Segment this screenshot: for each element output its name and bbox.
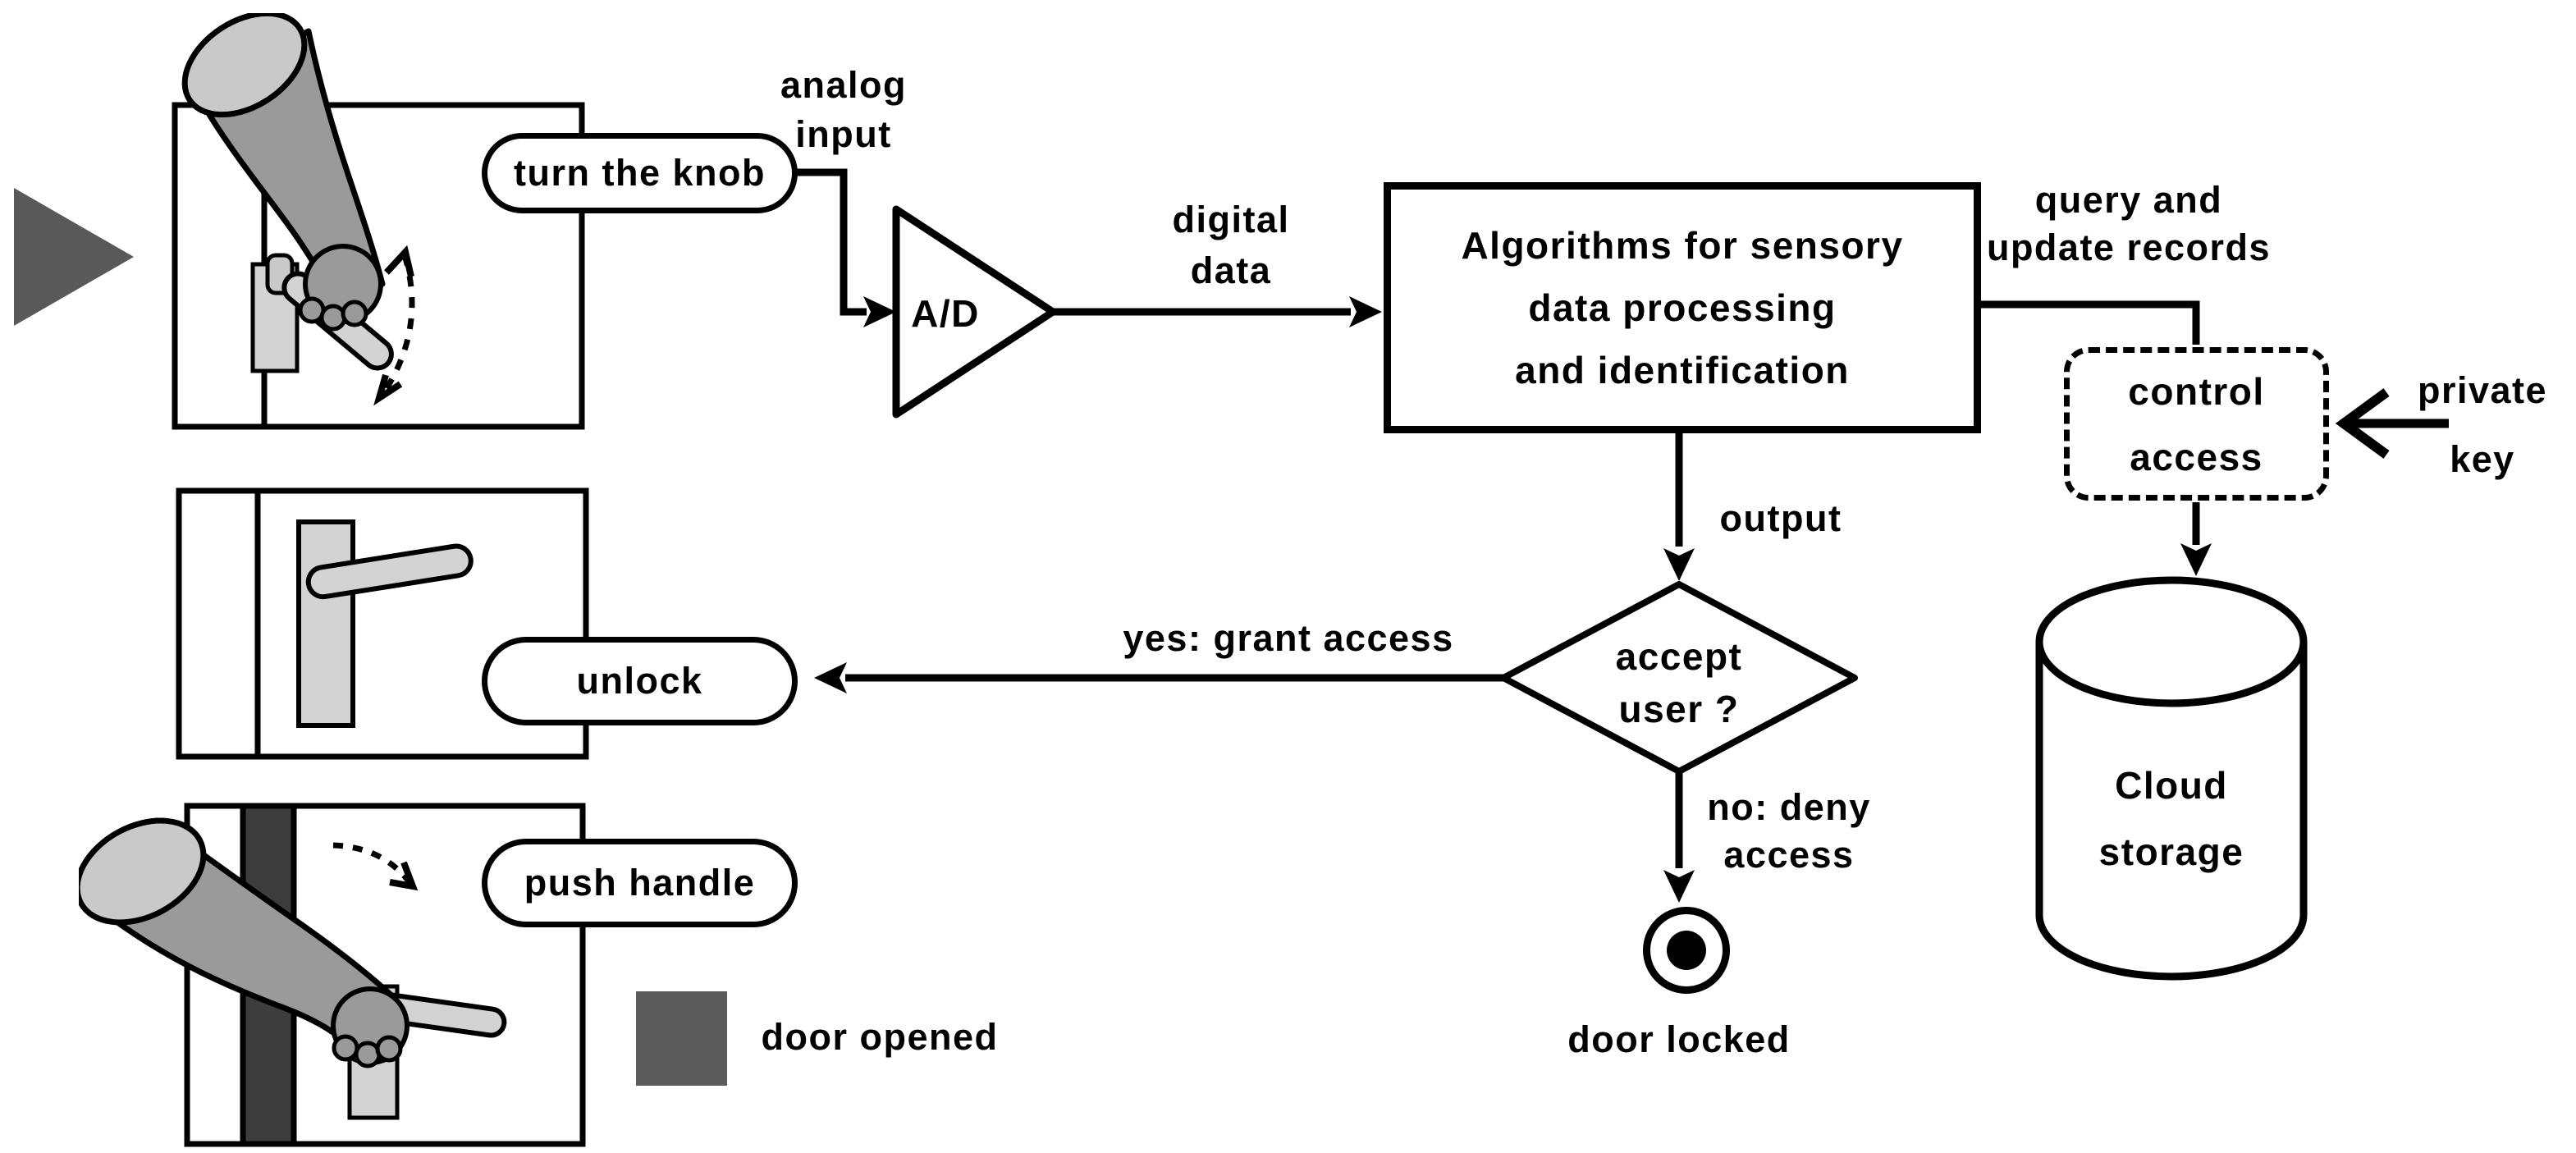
label-yes-grant-access: yes: grant access [1123, 617, 1454, 659]
node-unlock: unlock [482, 637, 798, 725]
node-push-handle: push handle [482, 839, 798, 927]
push-motion-dashed-arrow [332, 842, 412, 885]
ad-converter-node [892, 205, 1057, 419]
label-digital-data-line1: digital [1172, 199, 1290, 240]
control-access-line2: access [2130, 435, 2263, 478]
cloud-storage-node [2035, 576, 2308, 981]
accept-user-decision [1500, 581, 1858, 775]
label-analog-input-line2: input [795, 113, 892, 155]
algorithms-line1: Algorithms for sensory [1461, 224, 1904, 267]
edge-algorithms-to-control [1981, 300, 2200, 345]
door-opened-swatch [636, 991, 727, 1086]
label-private-key-line1: private [2417, 369, 2548, 411]
label-analog-input-line1: analog [780, 64, 908, 106]
node-turn-the-knob: turn the knob [482, 133, 798, 213]
node-control-access: control access [2064, 347, 2329, 501]
edge-knob-to-ad [794, 168, 867, 316]
final-state-icon [1643, 907, 1730, 994]
ad-converter-label: A/D [911, 292, 980, 335]
label-door-locked: door locked [1567, 1018, 1791, 1060]
accept-user-label-line2: user ? [1618, 688, 1740, 730]
label-query-update-line2: update records [1986, 226, 2272, 268]
label-digital-data-line2: data [1190, 249, 1272, 291]
algorithms-line2: data processing [1528, 286, 1837, 329]
door2-escutcheon-plate [296, 519, 355, 728]
label-no-deny-line2: access [1723, 834, 1855, 876]
cloud-storage-label-line1: Cloud [2115, 764, 2228, 807]
cloud-storage-label-line2: storage [2098, 830, 2244, 873]
play-triangle-icon [14, 188, 134, 326]
control-access-line1: control [2128, 369, 2265, 413]
label-no-deny-line1: no: deny [1707, 786, 1871, 828]
accept-user-label-line1: accept [1615, 635, 1743, 678]
label-output: output [1719, 497, 1842, 539]
turn-motion-dashed-arrow [380, 254, 415, 396]
algorithms-line3: and identification [1515, 349, 1850, 391]
sleeve [181, 13, 308, 118]
label-door-opened: door opened [761, 1016, 999, 1058]
sleeve [79, 817, 207, 926]
node-algorithms: Algorithms for sensory data processing a… [1384, 182, 1981, 433]
door2-handle [305, 543, 474, 600]
label-private-key-line2: key [2450, 438, 2515, 480]
label-query-update-line1: query and [2034, 179, 2223, 221]
